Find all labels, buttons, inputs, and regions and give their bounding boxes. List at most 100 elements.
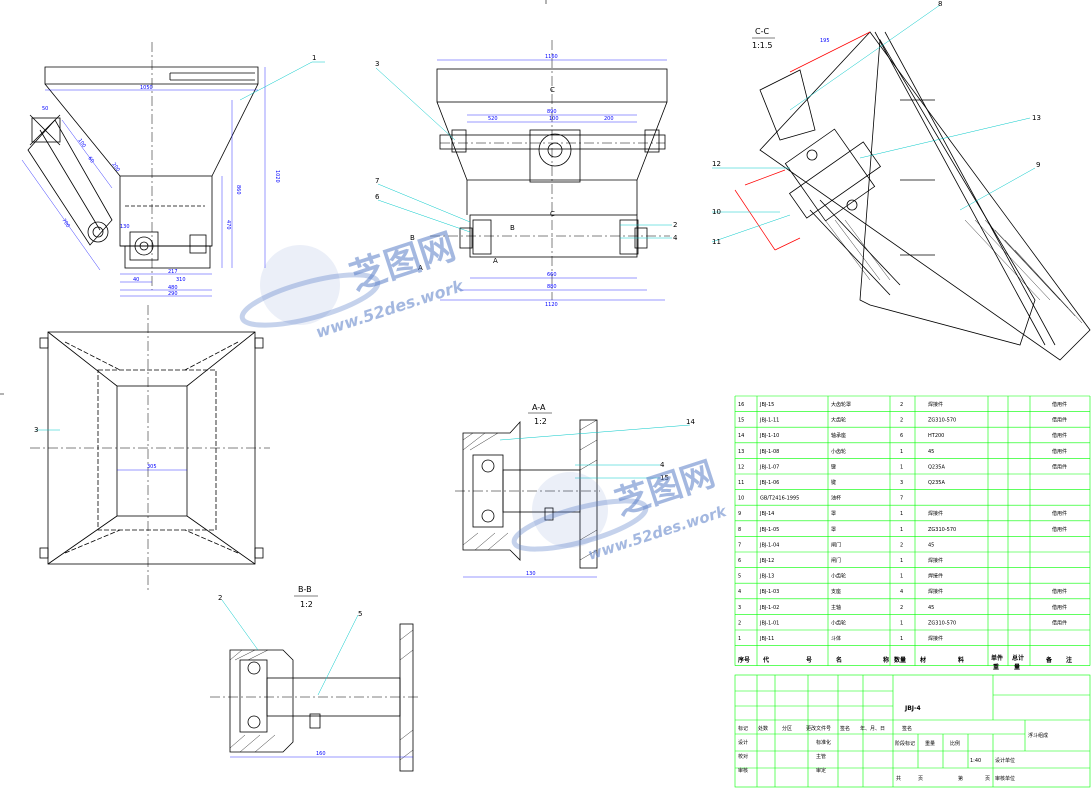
dim-310: 310 — [176, 277, 186, 283]
callout-2-bb: 2 — [218, 594, 222, 602]
callout-9: 9 — [1036, 161, 1040, 169]
bom-cell: 主轴 — [831, 604, 841, 611]
tb-label-sign: 签名 — [840, 725, 850, 732]
tb-label-page-b: 页 — [985, 776, 990, 782]
section-bb-view — [210, 623, 420, 772]
dim-520: 520 — [488, 116, 498, 122]
bom-cell: 轴承座 — [831, 432, 846, 439]
bom-cell: JBJ-1-11 — [759, 418, 779, 424]
watermark-2: 芝图网 www.52des.work — [511, 454, 729, 564]
bom-cell: 6 — [738, 558, 741, 564]
bom-header-weight-a: 重 — [993, 663, 999, 671]
bom-cell: 15 — [738, 418, 744, 424]
section-mark-c-bottom: C — [550, 210, 555, 218]
bom-cell: 焊接件 — [928, 557, 943, 564]
section-bb-hatch — [229, 629, 414, 761]
bom-cell: 4 — [900, 589, 903, 595]
bom-cell: 3 — [738, 605, 741, 611]
bom-cell: 2 — [738, 620, 741, 626]
dim-860: 860 — [235, 185, 241, 195]
tb-label-review: 审核 — [738, 767, 748, 774]
bom-cell: 焊接件 — [928, 588, 943, 595]
dim-50: 50 — [42, 106, 48, 112]
callout-14: 14 — [686, 418, 695, 426]
bom-cell: 1 — [738, 636, 741, 642]
tb-label-signature: 签名 — [902, 725, 912, 732]
bom-cell: 罩 — [831, 511, 836, 517]
dim-1020: 1020 — [274, 170, 280, 183]
side-view-dim-labels: 1160 890 520 100 200 660 880 1120 — [488, 54, 614, 308]
bom-cell: 1 — [900, 464, 903, 470]
bom-cell: JBJ-12 — [759, 558, 774, 564]
section-mark-a-left: A — [418, 264, 423, 272]
bom-cell: 11 — [738, 480, 744, 486]
bom-cell: JBJ-1-08 — [759, 449, 779, 455]
bom-cell: 闸门 — [831, 541, 841, 548]
tb-label-count: 处数 — [758, 725, 768, 732]
section-cc-title: C-C — [755, 27, 769, 36]
tb-label-weight: 重量 — [925, 740, 935, 747]
bom-cell: 焊接件 — [928, 401, 943, 408]
tb-label-ratio: 比例 — [950, 740, 960, 747]
bom-cell: 大齿轮罩 — [831, 401, 851, 408]
bom-cell: 5 — [738, 574, 741, 580]
bom-cell: 大齿轮 — [831, 417, 846, 424]
bom-cell: 1 — [900, 527, 903, 533]
bom-cell: 4 — [738, 589, 741, 595]
dim-1120: 1120 — [545, 302, 558, 308]
callout-12: 12 — [712, 160, 721, 168]
callout-7: 7 — [375, 177, 379, 185]
callout-10: 10 — [712, 208, 721, 216]
bom-cell: 2 — [900, 605, 903, 611]
front-view-dim-labels: 1050 1020 860 470 700 130 217 40 480 310… — [42, 85, 280, 297]
tb-design-unit: 设计单位 — [995, 757, 1015, 764]
section-bb-leaders — [221, 599, 359, 696]
tb-label-manager: 主管 — [816, 753, 826, 760]
section-mark-a-right: A — [493, 257, 498, 265]
tb-label-zone: 分区 — [782, 725, 792, 732]
dim-1160: 1160 — [545, 54, 558, 60]
tb-label-stage: 阶段标记 — [895, 740, 915, 747]
dim-305: 305 — [147, 464, 157, 470]
section-aa-scale: 1:2 — [534, 417, 547, 426]
bom-cell: ZG310-570 — [928, 527, 956, 533]
bom-cell: 借用件 — [1052, 463, 1067, 470]
tb-label-design: 设计 — [738, 739, 748, 746]
bom-header-mat-b: 料 — [958, 656, 964, 664]
callout-4-aa: 4 — [660, 461, 665, 469]
bom-header-note-b: 注 — [1066, 656, 1072, 664]
bom-cell: 13 — [738, 449, 744, 455]
side-view — [430, 40, 670, 300]
bom-cell: ZG310-570 — [928, 418, 956, 424]
side-view-callouts — [375, 67, 672, 239]
dim-40: 40 — [133, 277, 139, 283]
dim-200: 200 — [604, 116, 614, 122]
dim-60: 60 — [86, 156, 95, 165]
bom-cell: JBJ-1-07 — [759, 464, 779, 470]
callout-6: 6 — [375, 193, 380, 201]
bom-cell: 罩 — [831, 527, 836, 533]
section-cc-leaders — [711, 4, 1036, 243]
tb-assembly-name: 浮斗组成 — [1028, 732, 1048, 739]
bom-header-mat-a: 材 — [919, 656, 926, 664]
bom-cell: JBJ-1-02 — [759, 605, 779, 611]
tb-label-standard: 标准化 — [816, 739, 831, 746]
bom-cell: 1 — [900, 636, 903, 642]
bom-header-weight-b: 量 — [1014, 663, 1020, 671]
section-aa-hatch — [462, 419, 598, 561]
bom-cell: JBJ-15 — [759, 402, 774, 408]
tb-label-mark: 标记 — [738, 725, 748, 732]
bom-cell: 2 — [900, 418, 903, 424]
bom-cell: JBJ-1-04 — [759, 542, 779, 548]
callout-13: 13 — [1032, 114, 1041, 122]
bom-cell: 9 — [738, 511, 741, 517]
bom-cell: 12 — [738, 464, 744, 470]
bom-cell: 闸门 — [831, 557, 841, 564]
bom-cell: 小齿轮 — [831, 619, 846, 626]
bom-cell: JBJ-13 — [759, 574, 774, 580]
section-mark-c-top: C — [550, 86, 555, 94]
drawing-number: JBJ-4 — [904, 705, 921, 712]
callout-3-top: 3 — [34, 426, 38, 434]
dim-470: 470 — [225, 220, 231, 230]
